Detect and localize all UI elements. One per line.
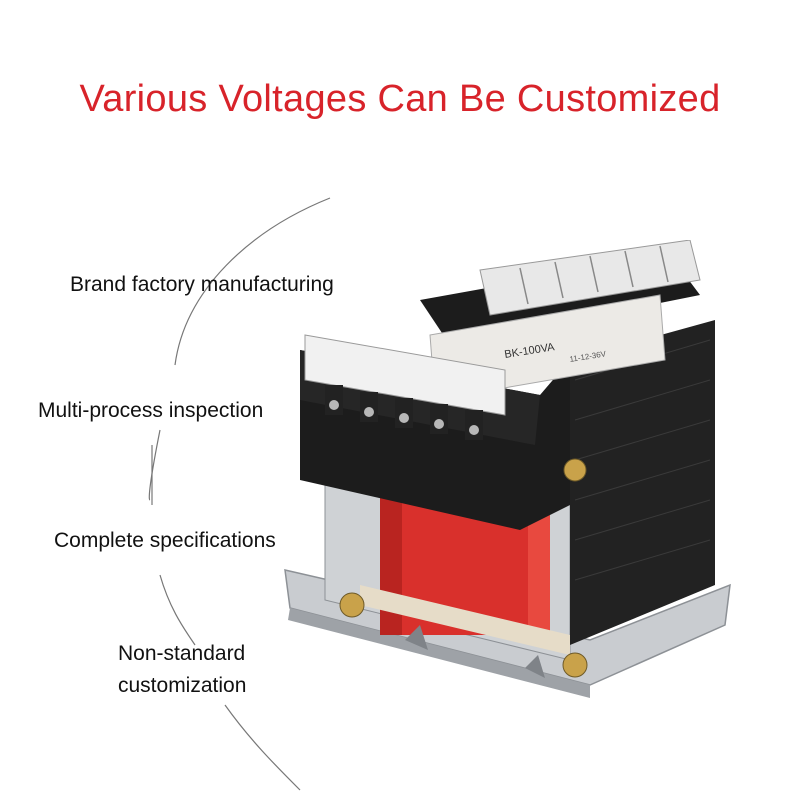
feature-inspection: Multi-process inspection: [38, 399, 264, 422]
feature-customization-line2: customization: [118, 674, 247, 697]
transformer-icon: BK-100VA 11-12-36V: [284, 240, 731, 698]
headline: Various Voltages Can Be Customized: [79, 78, 721, 120]
feature-specifications: Complete specifications: [54, 529, 276, 552]
feature-brand-factory: Brand factory manufacturing: [70, 273, 334, 296]
feature-customization: Non-standard customization: [118, 638, 246, 702]
feature-customization-line1: Non-standard: [118, 642, 246, 665]
